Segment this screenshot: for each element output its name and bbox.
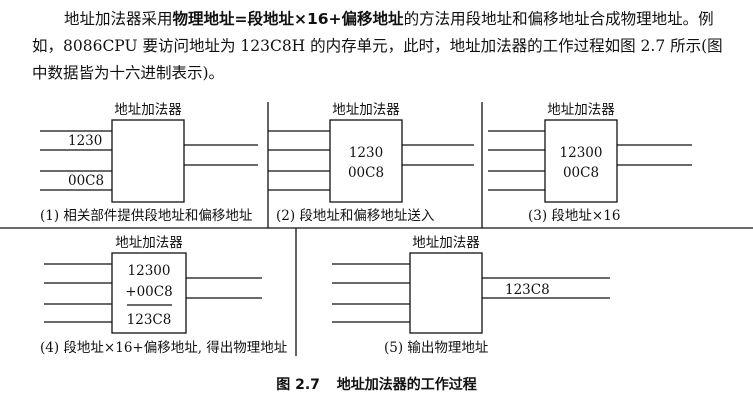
panel-3-adder xyxy=(488,119,692,203)
adder-box xyxy=(544,119,618,203)
panel-1-label: (1) 相关部件提供段地址和偏移地址 xyxy=(40,208,252,224)
paragraph-rest: 的方法用段地址和偏移地址合成物理地址。例如，8086CPU 要访问地址为 123… xyxy=(32,10,723,82)
adder-title: 地址加法器 xyxy=(412,235,480,251)
body-paragraph: 地址加法器采用物理地址=段地址×16+偏移地址的方法用段地址和偏移地址合成物理地… xyxy=(32,6,732,87)
physical-address-output: 123C8 xyxy=(505,282,550,298)
panel-2-adder xyxy=(268,119,474,203)
panel-3-label: (3) 段地址×16 xyxy=(528,208,620,224)
paragraph-formula: 物理地址=段地址×16+偏移地址 xyxy=(172,10,404,28)
segment-value: 1230 xyxy=(349,145,383,161)
adder-box xyxy=(111,252,187,334)
offset-value: 00C8 xyxy=(563,165,599,181)
adder-box xyxy=(329,119,403,203)
adder-title: 地址加法器 xyxy=(114,102,182,118)
sum-value: 123C8 xyxy=(127,312,172,328)
caption-title: 地址加法器的工作过程 xyxy=(336,377,477,393)
figure-caption: 图 2.7 地址加法器的工作过程 xyxy=(0,374,753,394)
adder-box xyxy=(111,119,185,203)
offset-addend-value: +00C8 xyxy=(125,284,172,300)
panel-5-label: (5) 输出物理地址 xyxy=(384,340,488,356)
caption-number: 图 2.7 xyxy=(276,377,320,393)
panel-2-label: (2) 段地址和偏移地址送入 xyxy=(276,208,435,224)
panel-5-adder xyxy=(332,252,610,334)
adder-title: 地址加法器 xyxy=(332,102,400,118)
shifted-segment-value: 12300 xyxy=(128,263,171,279)
panel-4-adder xyxy=(44,252,262,334)
paragraph-lead: 地址加法器采用 xyxy=(64,10,173,28)
segment-input-value: 1230 xyxy=(68,133,102,149)
offset-input-value: 00C8 xyxy=(68,173,104,189)
panel-4-label: (4) 段地址×16+偏移地址, 得出物理地址 xyxy=(40,339,287,356)
panel-1-adder xyxy=(40,119,258,203)
adder-title: 地址加法器 xyxy=(547,102,615,118)
adder-title: 地址加法器 xyxy=(115,235,183,251)
shifted-segment-value: 12300 xyxy=(560,145,603,161)
offset-value: 00C8 xyxy=(348,165,384,181)
adder-box xyxy=(409,252,483,334)
